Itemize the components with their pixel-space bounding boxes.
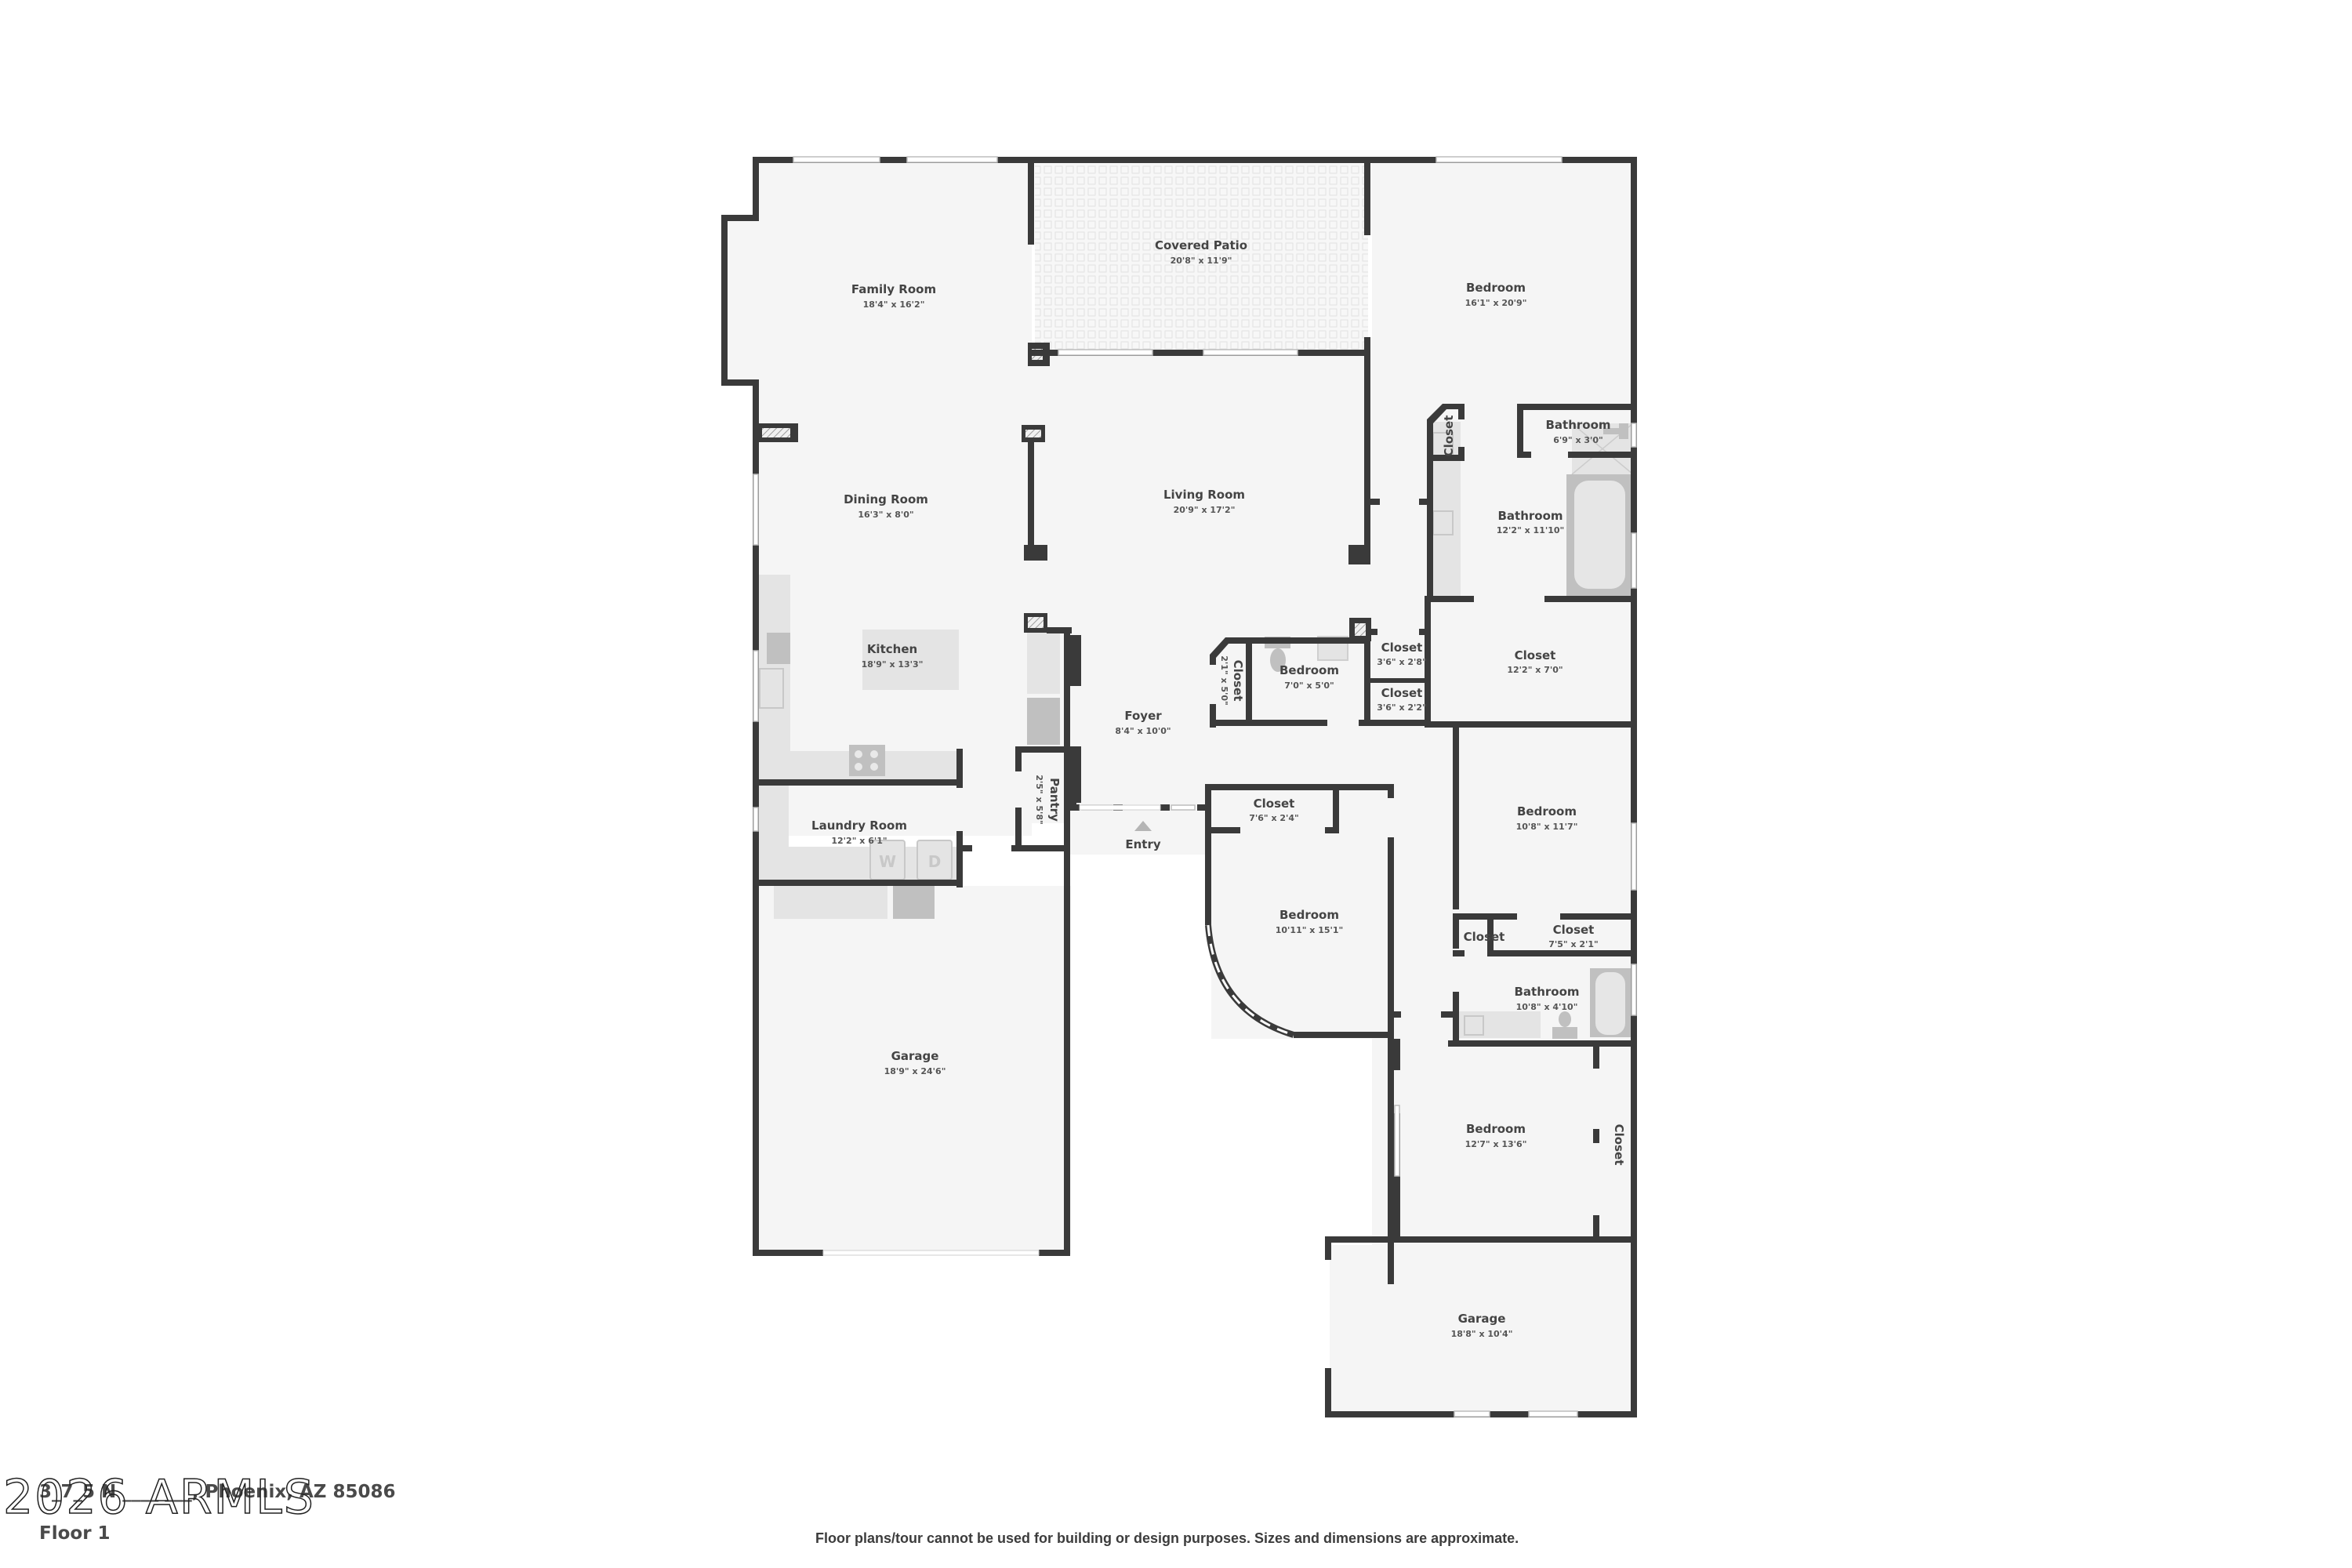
entry-arrow-icon	[1134, 821, 1152, 831]
room-name: Closet	[1464, 930, 1505, 944]
walls	[721, 157, 1637, 1417]
room-pantry: Pantry 2'5" x 5'8"	[1034, 775, 1062, 825]
room-name: Bedroom	[1279, 663, 1339, 677]
water-heater-icon	[893, 886, 935, 919]
refrigerator-icon	[1027, 698, 1060, 745]
room-primary-closet-small: Closet	[1442, 416, 1456, 457]
watermark: 2026 ARMLS	[2, 1470, 315, 1525]
room-hall-closet-1: Closet 3'6" x 2'8"	[1377, 641, 1427, 667]
room-dimensions: 2'1" x 5'0"	[1219, 655, 1229, 706]
room-name: Bedroom	[1279, 908, 1339, 922]
dryer-label: D	[928, 852, 942, 871]
room-half-bath: Bedroom 7'0" x 5'0"	[1279, 663, 1339, 691]
room-dimensions: 3'6" x 2'8"	[1377, 657, 1427, 667]
room-dining-room: Dining Room 16'3" x 8'0"	[844, 492, 928, 520]
room-bed2-closet: Closet 7'5" x 2'1"	[1548, 923, 1599, 949]
room-name: Family Room	[851, 282, 936, 296]
room-dimensions: 10'8" x 4'10"	[1516, 1002, 1578, 1012]
covered-patio-floor	[1035, 162, 1368, 353]
room-name: Closet	[1515, 648, 1556, 662]
room-name: Closet	[1553, 923, 1595, 937]
room-walk-in-closet: Closet 12'2" x 7'0"	[1507, 648, 1563, 675]
room-name: Garage	[891, 1049, 939, 1063]
room-dimensions: 20'9" x 17'2"	[1174, 505, 1236, 515]
room-name: Closet	[1442, 416, 1456, 457]
room-dimensions: 20'8" x 11'9"	[1171, 256, 1232, 266]
room-dimensions: 12'7" x 13'6"	[1465, 1139, 1527, 1149]
room-dimensions: 7'0" x 5'0"	[1284, 681, 1334, 691]
room-name: Bathroom	[1497, 509, 1563, 523]
room-name: Bedroom	[1517, 804, 1577, 818]
room-name: Laundry Room	[811, 818, 907, 833]
room-dimensions: 7'5" x 2'1"	[1548, 939, 1599, 949]
room-dimensions: 18'4" x 16'2"	[863, 299, 925, 310]
room-garage-2: Garage 18'8" x 10'4"	[1451, 1312, 1513, 1339]
room-dimensions: 12'2" x 6'1"	[831, 836, 887, 846]
room-name: Bedroom	[1466, 1122, 1526, 1136]
room-family-room: Family Room 18'4" x 16'2"	[851, 282, 936, 310]
room-name: Living Room	[1163, 488, 1245, 502]
room-primary-bedroom: Bedroom 16'1" x 20'9"	[1465, 281, 1527, 308]
room-dimensions: 16'1" x 20'9"	[1465, 298, 1527, 308]
room-dimensions: 16'3" x 8'0"	[858, 510, 913, 520]
room-dimensions: 10'8" x 11'7"	[1516, 822, 1578, 832]
entry-label: Entry	[1125, 837, 1160, 851]
fixtures: W D	[759, 422, 1634, 1039]
room-primary-bathroom: Bathroom 12'2" x 11'10"	[1497, 509, 1565, 535]
room-name: Kitchen	[867, 642, 917, 656]
floor-areas	[728, 162, 1632, 1411]
room-laundry-room: Laundry Room 12'2" x 6'1"	[811, 818, 907, 846]
cooktop-icon	[849, 745, 885, 776]
room-name: Closet	[1381, 686, 1423, 700]
room-living-room: Living Room 20'9" x 17'2"	[1163, 488, 1245, 515]
room-name: Closet	[1254, 797, 1295, 811]
room-name: Foyer	[1124, 709, 1162, 723]
room-kitchen: Kitchen 18'9" x 13'3"	[862, 642, 924, 670]
room-foyer-closet: Closet 2'1" x 5'0"	[1219, 655, 1245, 706]
room-labels: Family Room 18'4" x 16'2" Covered Patio …	[811, 238, 1626, 1339]
room-name: Bathroom	[1514, 985, 1579, 999]
room-name: Bathroom	[1545, 418, 1610, 432]
kitchen-sink-icon	[767, 633, 790, 664]
room-primary-toilet: Bathroom 6'9" x 3'0"	[1545, 418, 1610, 445]
room-dimensions: 18'9" x 13'3"	[862, 659, 924, 670]
toilet-icon	[1603, 423, 1628, 439]
room-name: Garage	[1458, 1312, 1506, 1326]
room-hall-closet-2: Closet 3'6" x 2'2"	[1377, 686, 1427, 713]
room-name: Covered Patio	[1155, 238, 1247, 252]
room-bedroom-3: Bedroom 10'11" x 15'1"	[1276, 908, 1344, 935]
room-dimensions: 3'6" x 2'2"	[1377, 702, 1427, 713]
room-bathroom-2: Bathroom 10'8" x 4'10"	[1514, 985, 1579, 1012]
room-dimensions: 7'6" x 2'4"	[1249, 813, 1299, 823]
room-bed4-closet: Closet	[1612, 1124, 1626, 1166]
room-dimensions: 12'2" x 7'0"	[1507, 665, 1563, 675]
room-dimensions: 6'9" x 3'0"	[1553, 435, 1603, 445]
room-garage-main: Garage 18'9" x 24'6"	[884, 1049, 946, 1076]
room-bed2-closet-small: Closet	[1464, 930, 1505, 944]
room-dimensions: 18'8" x 10'4"	[1451, 1329, 1513, 1339]
room-bedroom-2: Bedroom 10'8" x 11'7"	[1516, 804, 1578, 832]
room-name: Closet	[1612, 1124, 1626, 1166]
room-name: Closet	[1231, 660, 1245, 702]
room-front-closet: Closet 7'6" x 2'4"	[1249, 797, 1299, 823]
room-dimensions: 12'2" x 11'10"	[1497, 525, 1565, 535]
windows	[753, 156, 1637, 1417]
room-name: Closet	[1381, 641, 1423, 655]
room-bedroom-4: Bedroom 12'7" x 13'6"	[1465, 1122, 1527, 1149]
room-name: Dining Room	[844, 492, 928, 506]
room-name: Bedroom	[1466, 281, 1526, 295]
room-dimensions: 2'5" x 5'8"	[1034, 775, 1044, 825]
room-foyer: Foyer 8'4" x 10'0"	[1115, 709, 1171, 736]
room-dimensions: 18'9" x 24'6"	[884, 1066, 946, 1076]
floor-label: Floor 1	[39, 1523, 111, 1544]
kitchen-island	[862, 630, 959, 690]
room-covered-patio: Covered Patio 20'8" x 11'9"	[1155, 238, 1247, 266]
room-dimensions: 10'11" x 15'1"	[1276, 925, 1344, 935]
room-dimensions: 8'4" x 10'0"	[1115, 726, 1171, 736]
room-name: Pantry	[1047, 778, 1062, 822]
washer-label: W	[879, 852, 896, 871]
property-address: 3_7_5 N ____ ___, Phoenix, AZ 85086	[39, 1482, 396, 1502]
disclaimer: Floor plans/tour cannot be used for buil…	[815, 1530, 1519, 1546]
